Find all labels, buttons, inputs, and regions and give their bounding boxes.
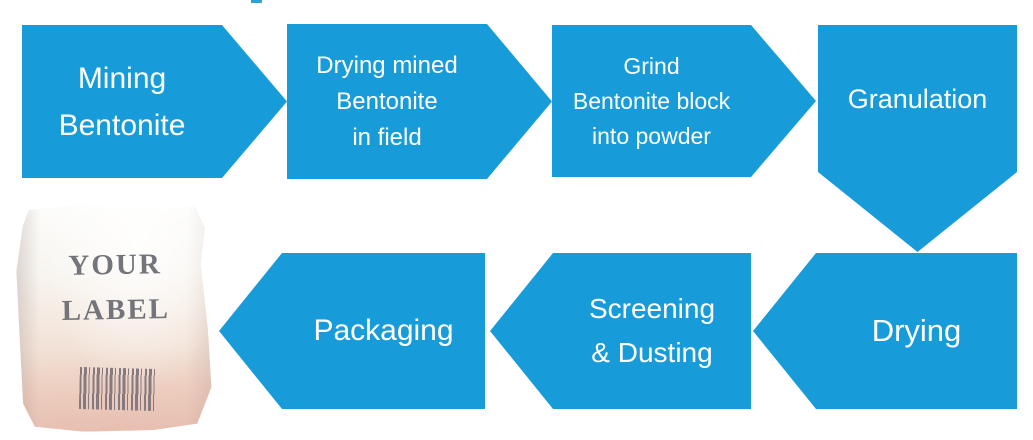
- step-screening-dusting: Screening & Dusting: [490, 253, 751, 409]
- step-label-line: Drying mined: [316, 51, 458, 79]
- bag-label-line: LABEL: [61, 292, 171, 327]
- step-label-line: Grind: [623, 52, 680, 79]
- step-drying: Drying: [753, 253, 1017, 409]
- step-granulation: Granulation: [818, 25, 1017, 252]
- bag-label: YOUR LABEL: [35, 241, 195, 334]
- step-drying-field: Drying mined Bentonite in field: [287, 24, 552, 179]
- step-label-line: Mining: [77, 61, 167, 95]
- step-label-line: Drying: [871, 313, 962, 348]
- step-label-line: in field: [352, 123, 422, 151]
- step-label-line: Screening: [588, 293, 716, 324]
- step-grind-powder: Grind Bentonite block into powder: [552, 25, 816, 177]
- step-label-line: into powder: [592, 122, 711, 149]
- step-label-line: Granulation: [847, 83, 988, 114]
- step-label-line: Bentonite: [58, 108, 186, 142]
- step-label-line: Bentonite block: [572, 87, 731, 114]
- step-label-line: & Dusting: [591, 337, 713, 368]
- cropped-title-remnant: [251, 0, 262, 3]
- step-label-line: Bentonite: [336, 87, 438, 115]
- step-label-line: Packaging: [313, 314, 454, 347]
- barcode-icon: [79, 367, 156, 411]
- step-packaging: Packaging: [219, 253, 485, 409]
- step-mining-bentonite: Mining Bentonite: [22, 25, 287, 178]
- bag-label-line: YOUR: [67, 247, 162, 282]
- product-bag-image: YOUR LABEL: [15, 203, 215, 433]
